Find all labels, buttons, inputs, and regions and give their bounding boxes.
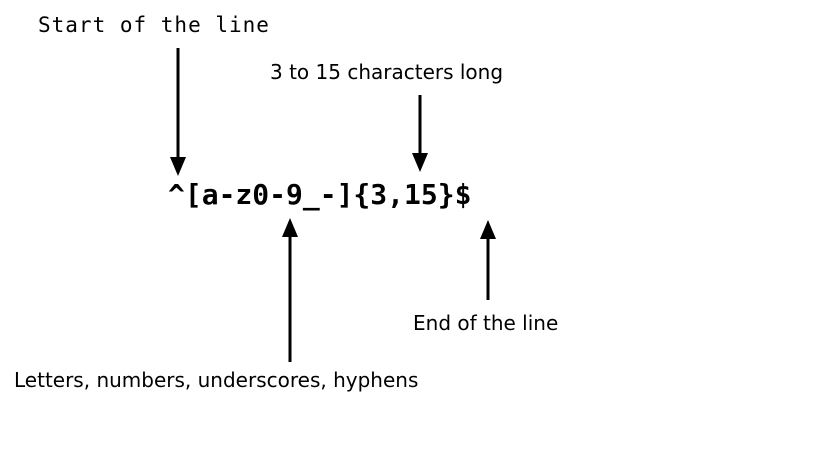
start-of-line-label: Start of the line bbox=[38, 13, 270, 37]
charset-label: Letters, numbers, underscores, hyphens bbox=[14, 368, 419, 392]
length-label: 3 to 15 characters long bbox=[270, 60, 504, 84]
arrow-to-quantifier-icon bbox=[412, 95, 428, 172]
arrow-from-end-label-icon bbox=[480, 220, 496, 300]
arrow-from-charset-label-icon bbox=[282, 218, 298, 362]
end-of-line-label: End of the line bbox=[413, 311, 559, 335]
arrow-to-caret-icon bbox=[170, 48, 186, 176]
regex-text: ^[a-z0-9_-]{3,15}$ bbox=[168, 178, 472, 211]
